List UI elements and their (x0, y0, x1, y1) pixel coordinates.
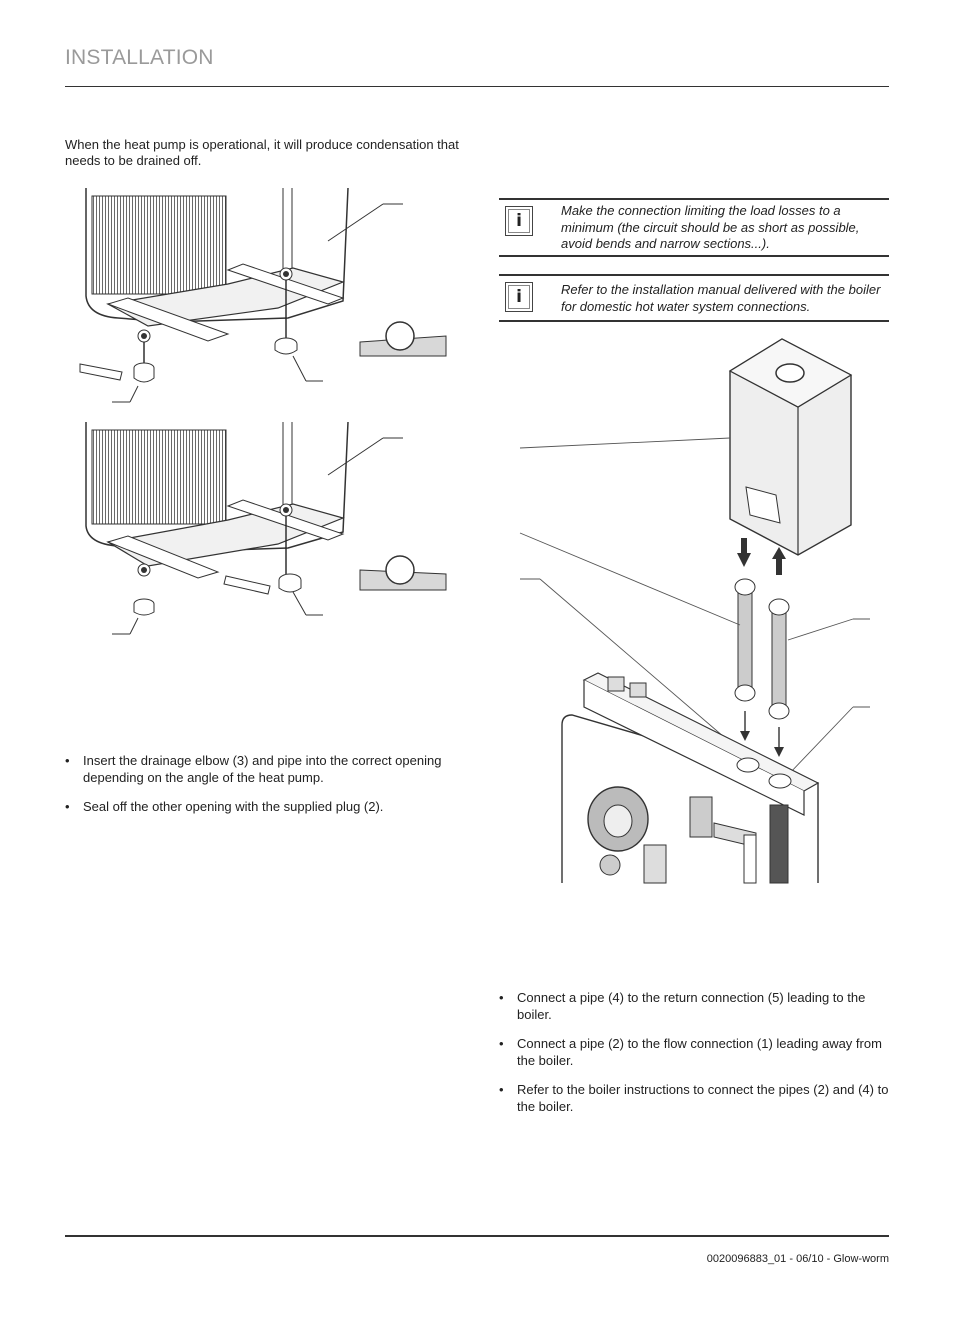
info-icon: i (505, 206, 533, 236)
list-item: Refer to the boiler instructions to conn… (499, 1081, 891, 1115)
drain-instructions-list: Insert the drainage elbow (3) and pipe i… (65, 752, 445, 827)
header-divider (65, 86, 889, 87)
footer-divider (65, 1235, 889, 1237)
drain-figure-bottom (85, 421, 447, 635)
boiler-connection-figure (519, 338, 870, 884)
drain-figure-top (79, 187, 447, 403)
pipe-instructions-list: Connect a pipe (4) to the return connect… (499, 989, 891, 1127)
info-icon-glyph: i (508, 285, 530, 309)
info-note-load-losses: i Make the connection limiting the load … (499, 198, 889, 257)
intro-paragraph: When the heat pump is operational, it wi… (65, 137, 459, 168)
list-item: Connect a pipe (2) to the flow connectio… (499, 1035, 891, 1069)
list-item: Connect a pipe (4) to the return connect… (499, 989, 891, 1023)
note-text: Make the connection limiting the load lo… (561, 203, 860, 251)
info-icon-glyph: i (508, 209, 530, 233)
footer-reference: 0020096883_01 - 06/10 - Glow-worm (706, 1253, 889, 1265)
info-icon: i (505, 282, 533, 312)
list-item: Insert the drainage elbow (3) and pipe i… (65, 752, 445, 786)
list-item: Seal off the other opening with the supp… (65, 798, 445, 815)
note-text: Refer to the installation manual deliver… (561, 282, 881, 314)
page-title: INSTALLATION (65, 46, 214, 69)
info-note-dhw-manual: i Refer to the installation manual deliv… (499, 274, 889, 322)
